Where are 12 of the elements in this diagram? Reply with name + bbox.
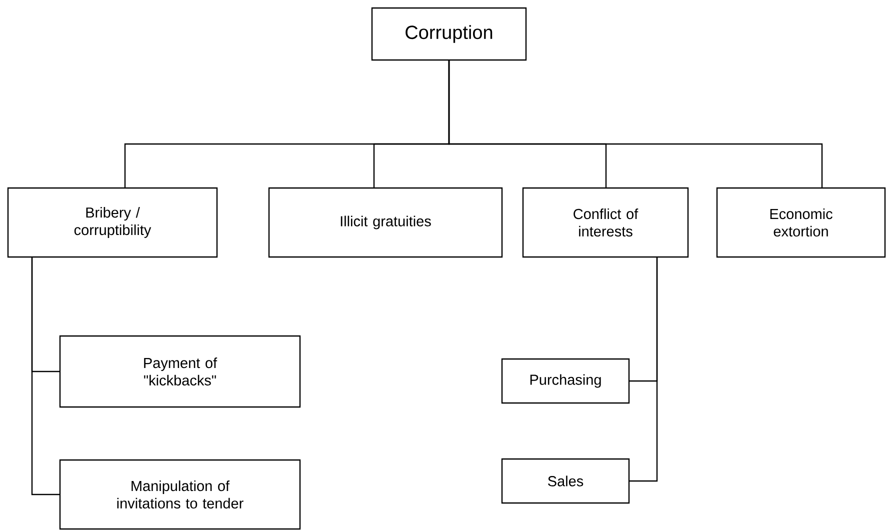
- category-box: Purchasing: [501, 358, 630, 404]
- connector-line: [629, 257, 658, 482]
- category-box: Illicit gratuities: [268, 187, 503, 258]
- connector-line: [31, 257, 60, 496]
- category-box: Corruption: [371, 7, 527, 61]
- category-box: Payment of "kickbacks": [59, 335, 301, 408]
- category-box: Manipulation of invitations to tender: [59, 459, 301, 530]
- category-box: Economic extortion: [716, 187, 886, 258]
- category-box: Sales: [501, 458, 630, 504]
- category-box: Conflict of interests: [522, 187, 689, 258]
- category-box: Bribery / corruptibility: [7, 187, 218, 258]
- connector-line: [448, 60, 823, 188]
